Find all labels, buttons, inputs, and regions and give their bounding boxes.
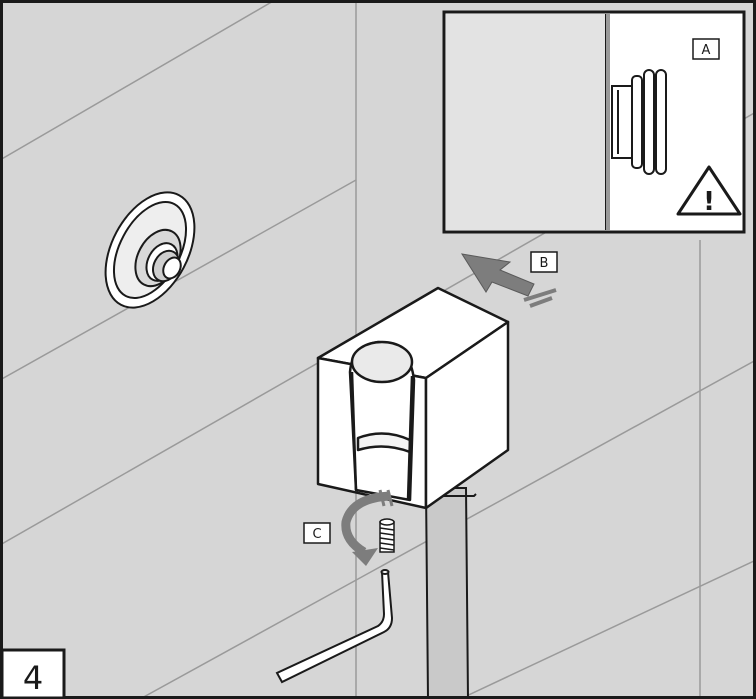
hex-key-tool (275, 569, 394, 684)
callout-b: B (530, 251, 558, 273)
inset-connector-thread (611, 69, 667, 175)
shower-hose (417, 487, 477, 699)
warning-triangle-icon: ! (676, 165, 742, 217)
step-number-box: 4 (0, 648, 66, 699)
shower-holder-block (316, 286, 510, 510)
callout-a-label: A (702, 43, 711, 58)
rotate-arrow (341, 489, 394, 566)
step-number: 4 (23, 659, 43, 697)
warning-symbol: ! (703, 187, 715, 217)
detail-inset: A ! (442, 10, 746, 234)
callout-b-label: B (540, 256, 549, 271)
callout-a: A (692, 38, 720, 60)
grub-screw (379, 518, 395, 553)
push-arrow (460, 253, 557, 308)
callout-c: C (303, 522, 331, 544)
callout-c-label: C (312, 527, 321, 542)
wall-outlet-connector (104, 191, 196, 309)
